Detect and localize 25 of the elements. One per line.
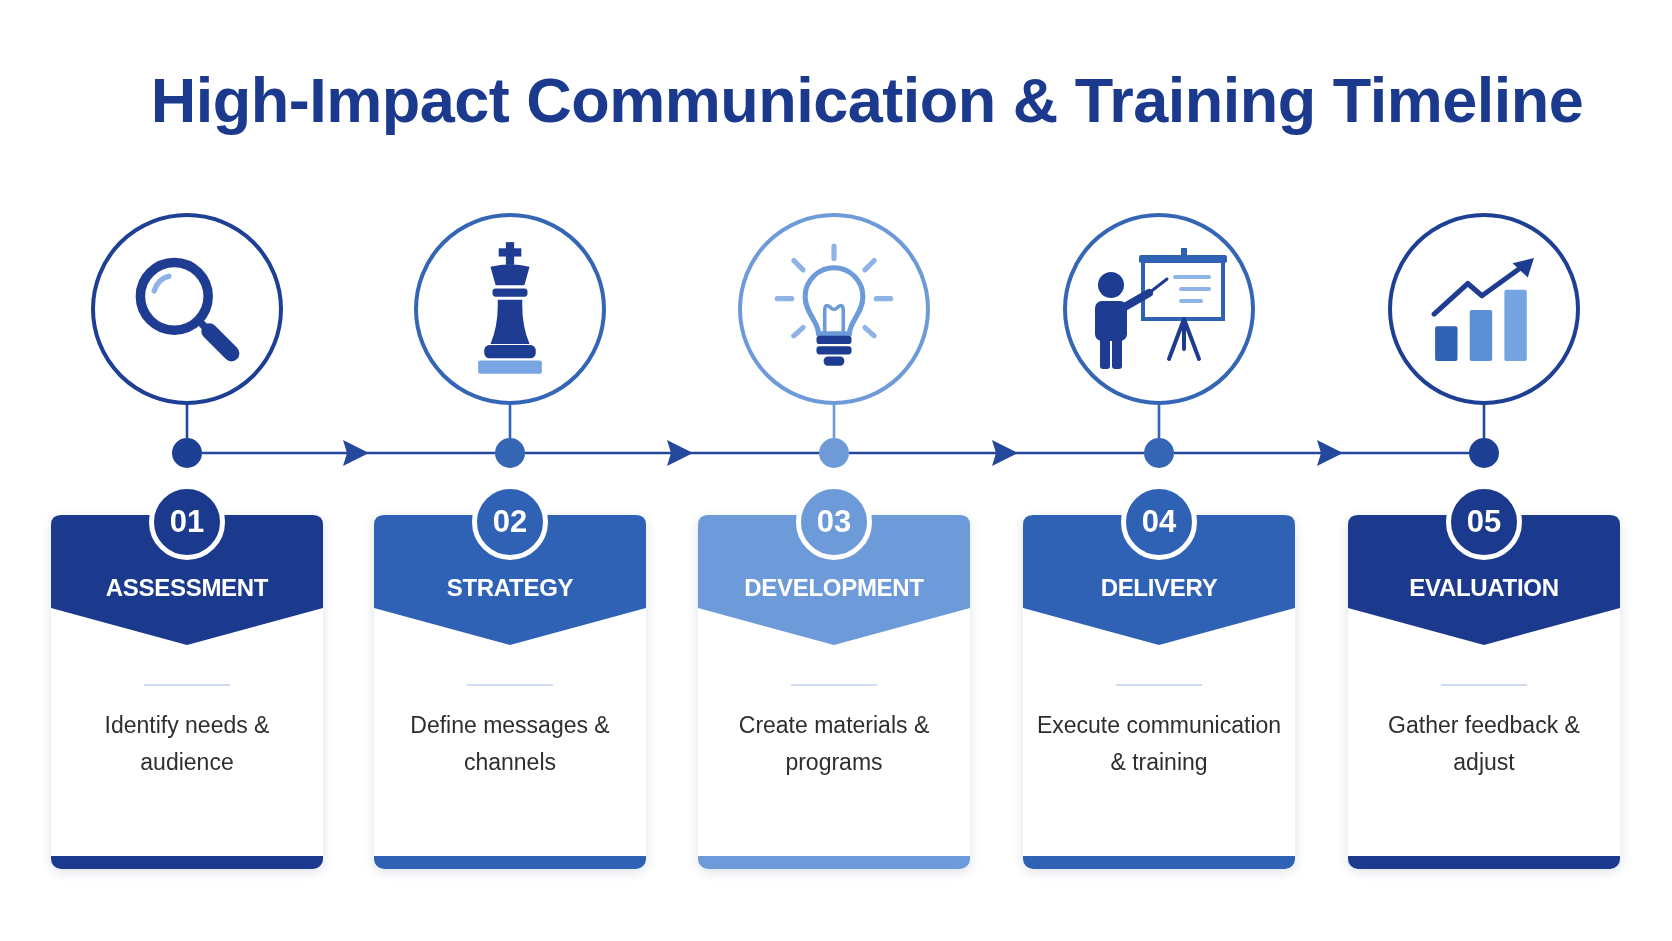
- connector-line: [832, 405, 836, 438]
- stage-description: Create materials & programs: [737, 711, 931, 777]
- stage-title: EVALUATION: [1409, 573, 1559, 603]
- connector-line: [508, 405, 512, 438]
- connector-line: [1482, 405, 1486, 438]
- arrow: [202, 440, 495, 466]
- stage-description: Identify needs & audience: [103, 711, 271, 777]
- arrow: [849, 440, 1144, 466]
- stage-description: Define messages & channels: [409, 711, 611, 777]
- connector-line: [1157, 405, 1161, 438]
- timeline-dot: [1144, 438, 1174, 468]
- connector-line: [185, 405, 189, 438]
- diagram-title: High-Impact Communication & Training Timeline: [150, 64, 1584, 137]
- timeline-dot: [819, 438, 849, 468]
- stage-title: STRATEGY: [446, 573, 574, 603]
- stage-description: Execute communication & training: [1035, 711, 1283, 777]
- arrow: [525, 440, 819, 466]
- stage-title: ASSESSMENT: [105, 573, 269, 603]
- timeline-dot: [495, 438, 525, 468]
- stage-title: DELIVERY: [1100, 573, 1218, 603]
- stage-description: Gather feedback & adjust: [1387, 711, 1581, 777]
- timeline-dot: [1469, 438, 1499, 468]
- stage-title: DEVELOPMENT: [744, 573, 924, 603]
- arrow: [1174, 440, 1469, 466]
- timeline-dot: [172, 438, 202, 468]
